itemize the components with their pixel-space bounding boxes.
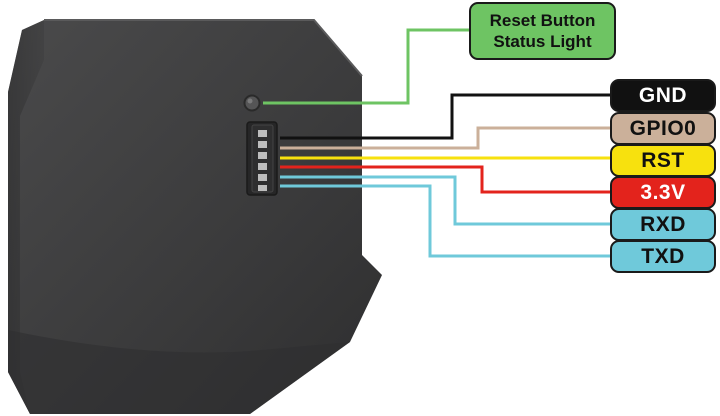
pin-label-txd: TXD [610, 240, 716, 273]
pin-label-rst: RST [610, 144, 716, 177]
reset-label-line2: Status Light [493, 32, 592, 51]
reset-button-label: Reset Button Status Light [469, 2, 616, 60]
device-side-face [8, 20, 44, 414]
pin-label-gpio0: GPIO0 [610, 112, 716, 145]
wire-rxd [280, 175, 610, 226]
pin-label-rxd: RXD [610, 208, 716, 241]
device-top-edge [44, 19, 363, 77]
wire-txd [280, 184, 610, 258]
wire-33v [280, 165, 610, 194]
pin-header [246, 121, 278, 196]
wire-gpio0 [280, 126, 610, 150]
device-body [8, 20, 382, 414]
callout-line [263, 28, 469, 105]
device-module [8, 19, 382, 414]
reset-label-line1: Reset Button [489, 11, 596, 30]
pin-label-3v3: 3.3V [610, 176, 716, 209]
wire-gnd [280, 93, 610, 140]
pin-label-gnd: GND [610, 79, 716, 112]
wires [280, 93, 610, 258]
device-bottom-edge [8, 330, 350, 414]
reset-button [243, 94, 261, 112]
